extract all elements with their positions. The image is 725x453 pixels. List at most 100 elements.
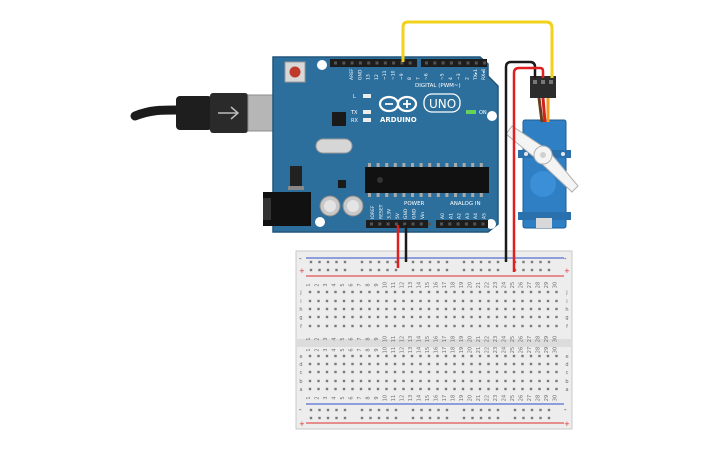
breadboard-hole[interactable] [393,354,397,358]
breadboard-hole[interactable] [351,387,354,391]
breadboard-hole[interactable] [427,370,431,374]
breadboard-hole[interactable] [369,408,372,412]
breadboard-hole[interactable] [419,379,422,383]
breadboard-hole[interactable] [478,379,482,383]
breadboard-hole[interactable] [343,408,347,412]
breadboard-hole[interactable] [487,354,490,358]
breadboard-hole[interactable] [512,387,516,391]
breadboard-hole[interactable] [428,408,432,412]
header-hole[interactable] [474,61,478,65]
breadboard-hole[interactable] [359,362,363,366]
breadboard-hole[interactable] [427,354,431,358]
breadboard-hole[interactable] [410,354,414,358]
breadboard-hole[interactable] [394,260,398,264]
breadboard-hole[interactable] [453,307,456,311]
breadboard-hole[interactable] [342,290,346,294]
breadboard-hole[interactable] [317,315,320,319]
breadboard-hole[interactable] [359,315,363,319]
breadboard-hole[interactable] [342,387,346,391]
breadboard-hole[interactable] [529,370,533,374]
breadboard-hole[interactable] [393,299,397,303]
breadboard-hole[interactable] [309,416,313,420]
breadboard-hole[interactable] [436,324,439,328]
breadboard-hole[interactable] [513,408,517,412]
breadboard-hole[interactable] [376,362,380,366]
breadboard-hole[interactable] [326,408,330,412]
breadboard-hole[interactable] [529,324,533,328]
breadboard-hole[interactable] [334,299,337,303]
breadboard-hole[interactable] [546,299,550,303]
breadboard-hole[interactable] [530,260,534,264]
breadboard-hole[interactable] [411,268,415,272]
breadboard-hole[interactable] [427,299,431,303]
breadboard-hole[interactable] [496,260,500,264]
breadboard-hole[interactable] [538,324,541,328]
breadboard-hole[interactable] [377,268,381,272]
breadboard-hole[interactable] [359,307,363,311]
header-hole[interactable] [440,222,443,226]
breadboard-hole[interactable] [555,315,558,319]
header-hole[interactable] [367,61,371,65]
breadboard-hole[interactable] [521,307,524,311]
breadboard-hole[interactable] [546,315,550,319]
breadboard-hole[interactable] [309,408,313,412]
breadboard-hole[interactable] [521,379,524,383]
breadboard-hole[interactable] [529,290,533,294]
breadboard-hole[interactable] [461,362,465,366]
breadboard-hole[interactable] [420,268,423,272]
breadboard-hole[interactable] [461,387,465,391]
breadboard-hole[interactable] [325,315,329,319]
breadboard-hole[interactable] [444,354,448,358]
breadboard-hole[interactable] [342,379,346,383]
breadboard-hole[interactable] [512,362,516,366]
breadboard-hole[interactable] [436,315,439,319]
breadboard-hole[interactable] [495,315,499,319]
breadboard-hole[interactable] [495,362,499,366]
breadboard-hole[interactable] [437,408,440,412]
breadboard-hole[interactable] [393,290,397,294]
breadboard-hole[interactable] [437,416,440,420]
breadboard-hole[interactable] [420,408,423,412]
breadboard-hole[interactable] [393,307,397,311]
breadboard-hole[interactable] [436,307,439,311]
breadboard-hole[interactable] [318,416,321,420]
breadboard-hole[interactable] [547,416,551,420]
breadboard-hole[interactable] [318,268,321,272]
breadboard-hole[interactable] [521,354,524,358]
breadboard-hole[interactable] [436,387,439,391]
breadboard-hole[interactable] [479,260,483,264]
breadboard-hole[interactable] [393,315,397,319]
breadboard-hole[interactable] [360,260,364,264]
breadboard-hole[interactable] [555,362,558,366]
breadboard-hole[interactable] [522,260,525,264]
breadboard-hole[interactable] [529,379,533,383]
breadboard-hole[interactable] [470,362,473,366]
breadboard-hole[interactable] [368,387,371,391]
breadboard-hole[interactable] [351,290,354,294]
breadboard-hole[interactable] [437,260,440,264]
breadboard-hole[interactable] [504,379,507,383]
breadboard-hole[interactable] [308,370,312,374]
breadboard-hole[interactable] [546,324,550,328]
breadboard-hole[interactable] [411,260,415,264]
breadboard-hole[interactable] [539,268,542,272]
breadboard-hole[interactable] [427,307,431,311]
breadboard-hole[interactable] [530,408,534,412]
header-hole[interactable] [466,61,470,65]
breadboard-hole[interactable] [335,416,338,420]
breadboard-hole[interactable] [385,299,388,303]
breadboard-hole[interactable] [351,315,354,319]
breadboard-hole[interactable] [546,379,550,383]
header-hole[interactable] [350,61,354,65]
breadboard-hole[interactable] [386,268,389,272]
breadboard-hole[interactable] [461,370,465,374]
breadboard-hole[interactable] [470,387,473,391]
breadboard-hole[interactable] [521,315,524,319]
breadboard-hole[interactable] [308,387,312,391]
breadboard-hole[interactable] [351,354,354,358]
breadboard-hole[interactable] [393,324,397,328]
breadboard-hole[interactable] [461,315,465,319]
breadboard-hole[interactable] [394,268,398,272]
breadboard-hole[interactable] [402,324,405,328]
breadboard-hole[interactable] [478,370,482,374]
